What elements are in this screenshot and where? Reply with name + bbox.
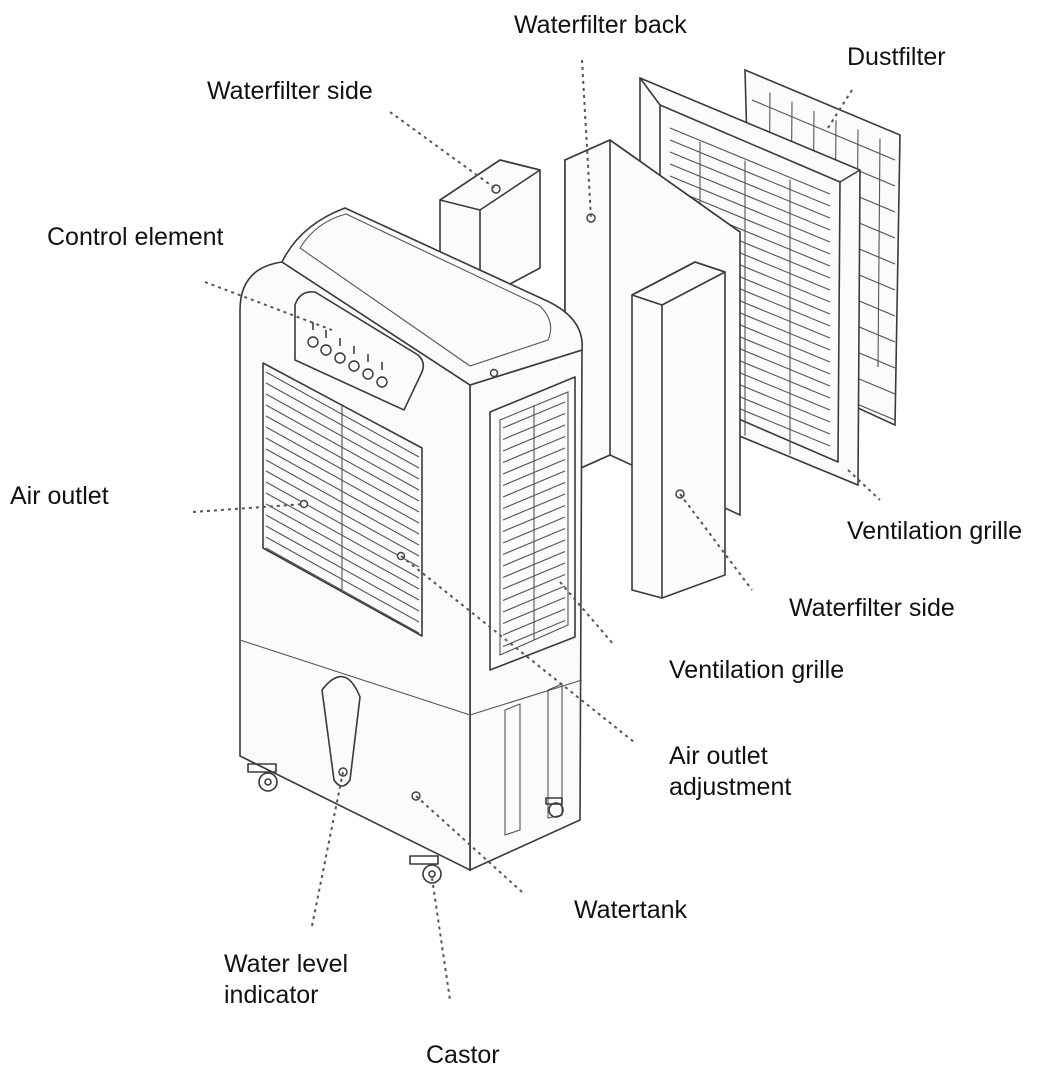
label-waterfilter-back: Waterfilter back — [514, 10, 687, 41]
label-dustfilter: Dustfilter — [847, 42, 946, 73]
label-waterfilter-side-right-text: Waterfilter side — [789, 594, 955, 622]
label-air-outlet-text: Air outlet — [10, 482, 109, 510]
label-castor: Castor — [426, 1040, 500, 1071]
label-castor-text: Castor — [426, 1041, 500, 1069]
label-watertank-text: Watertank — [574, 896, 688, 924]
label-waterfilter-side-top-text: Waterfilter side — [207, 77, 373, 105]
label-watertank: Watertank — [574, 895, 687, 926]
label-ventilation-grille-right-text: Ventilation grille — [847, 517, 1023, 545]
label-air-outlet-adjustment-line1: Air outlet — [669, 742, 768, 770]
waterfilter-side-right-part — [631, 261, 726, 599]
label-air-outlet-adjustment: Air outlet adjustment — [669, 741, 791, 803]
label-air-outlet: Air outlet — [10, 481, 109, 512]
label-waterfilter-back-text: Waterfilter back — [514, 11, 687, 39]
label-water-level-indicator-line1: Water level — [224, 950, 349, 978]
label-ventilation-grille-right: Ventilation grille — [847, 516, 1022, 547]
label-waterfilter-side-top: Waterfilter side — [207, 76, 373, 107]
cooler-main-body — [239, 207, 583, 872]
castor-wheels — [247, 763, 564, 884]
label-dustfilter-text: Dustfilter — [847, 43, 946, 71]
label-ventilation-grille-center: Ventilation grille — [669, 655, 844, 686]
label-air-outlet-adjustment-line2: adjustment — [669, 773, 792, 801]
leader-lines — [192, 59, 881, 1001]
label-control-element: Control element — [47, 222, 223, 253]
label-water-level-indicator-line2: indicator — [224, 981, 319, 1009]
label-waterfilter-side-right: Waterfilter side — [789, 593, 955, 624]
label-water-level-indicator: Water level indicator — [224, 949, 348, 1011]
label-control-element-text: Control element — [47, 223, 224, 251]
label-ventilation-grille-center-text: Ventilation grille — [669, 656, 845, 684]
